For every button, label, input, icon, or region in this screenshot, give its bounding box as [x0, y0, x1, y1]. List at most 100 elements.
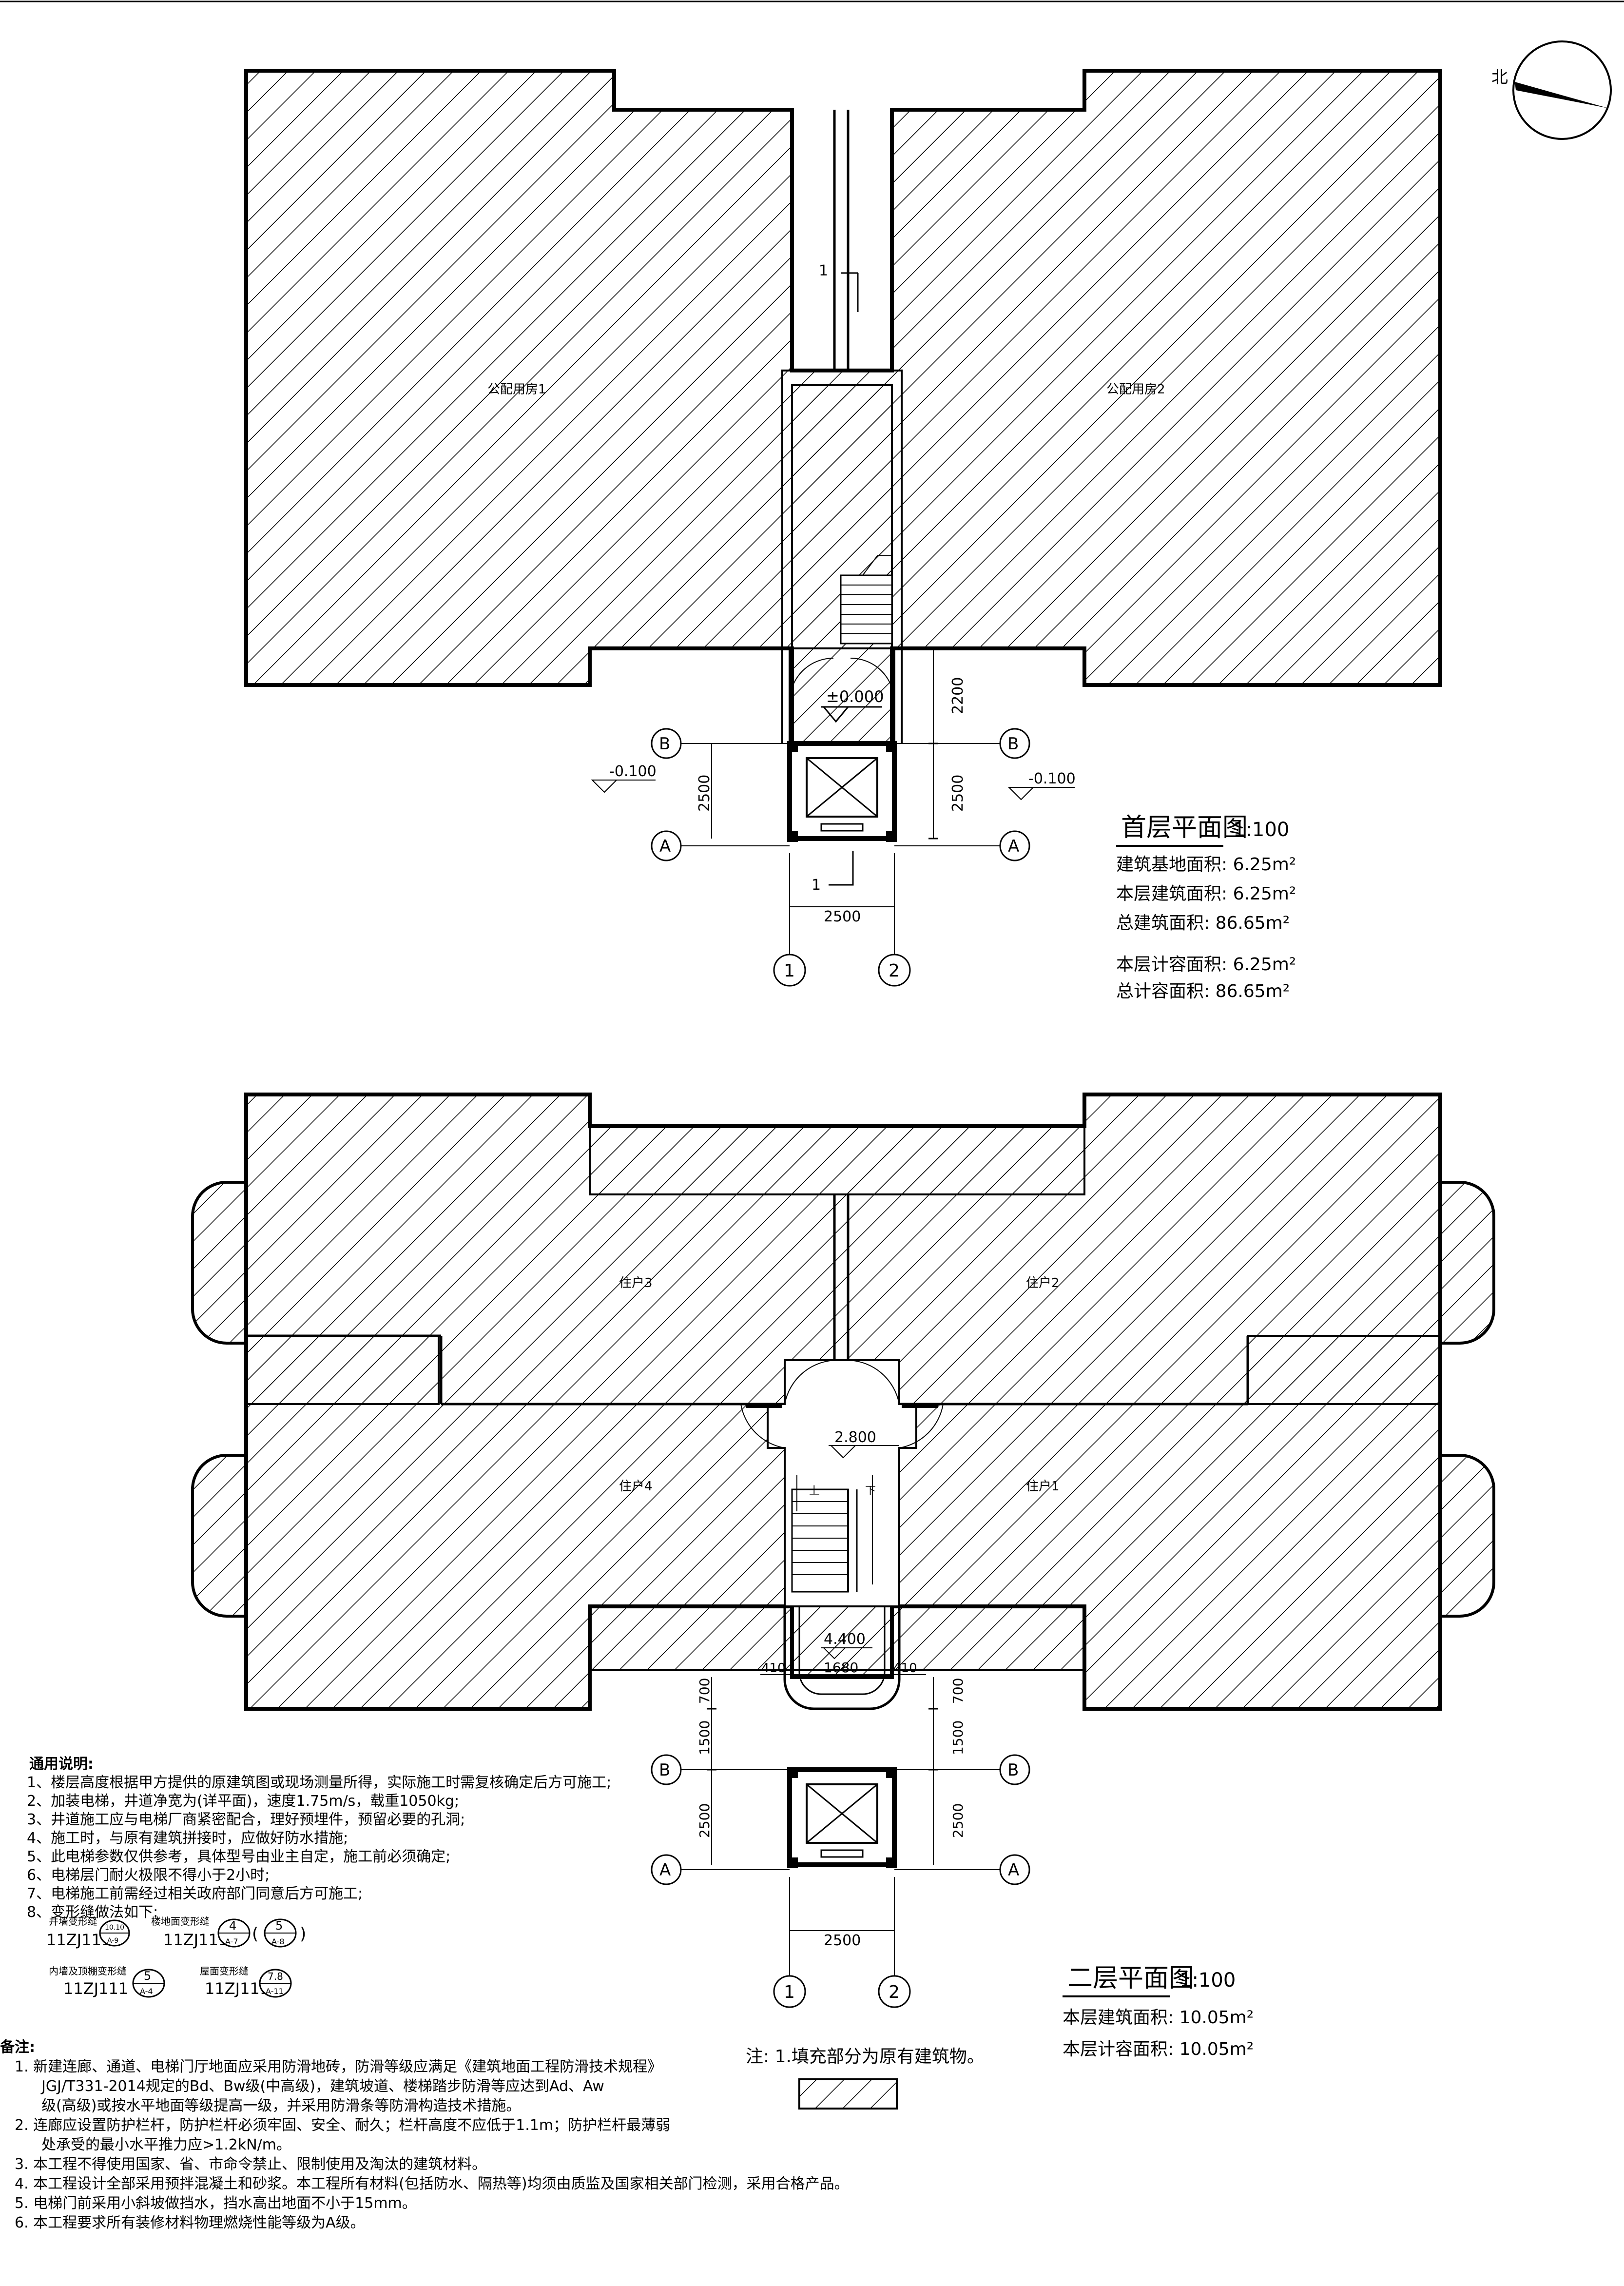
plan1-scale: 1:100 — [1233, 819, 1289, 841]
plan2-axis-a-right: A — [1008, 1860, 1019, 1880]
joint-sheet-4: A-11 — [266, 1987, 284, 1996]
plan1-dim-2200: 2200 — [949, 677, 967, 714]
remark-5: 5. 电梯门前采用小斜坡做挡水，挡水高出地面不小于15mm。 — [15, 2195, 417, 2212]
remarks: 备注: 1. 新建连廊、通道、电梯门厅地面应采用防滑地砖，防滑等级应满足《建筑地… — [0, 2038, 849, 2233]
plan1-title: 首层平面图 — [1121, 813, 1248, 842]
plan1-dim-2500-left: 2500 — [696, 775, 713, 812]
plan1-area-3: 本层计容面积: 6.25m² — [1116, 955, 1296, 975]
joint-label-0: 井墙变形缝 — [49, 1915, 97, 1927]
joint-paren-open: ( — [252, 1924, 258, 1944]
joint-code-3: 11ZJ111 — [63, 1979, 128, 1998]
joint-num-4: 7.8 — [268, 1971, 283, 1982]
plan1-dim-2500-right: 2500 — [949, 775, 967, 812]
remarks-heading: 备注: — [0, 2039, 35, 2056]
joint-num-3: 5 — [144, 1969, 151, 1983]
plan2-dim-1500-left: 1500 — [696, 1720, 713, 1755]
plan1-level-right: -0.100 — [1028, 770, 1076, 787]
plan2-stair: 上 下 — [791, 1475, 876, 1593]
plan1-room-right: 公配用房2 — [1106, 382, 1165, 397]
general-note-6: 6、电梯层门耐火极限不得小于2小时; — [27, 1867, 270, 1884]
plan1-axis-a-left: A — [659, 837, 671, 856]
plan1-axis-b-left: B — [659, 734, 670, 754]
plan1-area-4: 总计容面积: 86.65m² — [1116, 981, 1290, 1001]
plan2-unit-4: 住户4 — [619, 1479, 653, 1494]
joint-paren-close: ) — [300, 1924, 306, 1944]
joint-num-0: 10.10 — [105, 1924, 124, 1932]
plan2-stair-up: 上 — [809, 1485, 820, 1497]
joint-num-1: 4 — [229, 1919, 236, 1933]
joint-sheet-2: A-8 — [271, 1937, 285, 1946]
plan1-axis-1: 1 — [784, 961, 795, 981]
general-note-1: 1、楼层高度根据甲方提供的原建筑图或现场测量所得，实际施工时需复核确定后方可施工… — [27, 1774, 612, 1791]
north-arrow: 北 — [1491, 40, 1612, 140]
remark-3: 3. 本工程不得使用国家、省、市命令禁止、限制使用及淘汰的建筑材料。 — [15, 2156, 487, 2173]
north-label: 北 — [1491, 68, 1508, 87]
joint-code-4: 11ZJ111 — [205, 1979, 270, 1998]
remark-1c: 级(高级)或按水平地面等级提高一级，并采用防滑条等防滑构造技术措施。 — [41, 2097, 521, 2114]
joint-num-2: 5 — [275, 1919, 283, 1933]
plan2-dim-2500-bottom: 2500 — [824, 1932, 861, 1949]
plan2-axis-1: 1 — [784, 1982, 795, 2002]
plan1-ground-floor: 1 ±0.000 — [244, 69, 1442, 1001]
general-note-5: 5、此电梯参数仅供参考，具体型号由业主自定，施工前必须确定; — [27, 1848, 451, 1865]
plan2-axis-a-left: A — [659, 1860, 671, 1880]
plan1-level-center: ±0.000 — [826, 687, 884, 706]
plan2-dim-2500-right: 2500 — [950, 1803, 966, 1838]
general-notes: 通用说明: 1、楼层高度根据甲方提供的原建筑图或现场测量所得，实际施工时需复核确… — [0, 1755, 612, 1922]
plan2-dim-410-left: 410 — [761, 1661, 786, 1676]
plan2-elevator-shaft — [787, 1767, 897, 1868]
plan1-elevator-shaft — [787, 741, 897, 842]
plan1-area-0: 建筑基地面积: 6.25m² — [1116, 855, 1296, 875]
plan2-dim-2500-left: 2500 — [696, 1803, 713, 1838]
plan2-unit-2: 住户2 — [1026, 1276, 1060, 1290]
plan2-level-stair: 4.400 — [824, 1631, 866, 1648]
joint-label-1: 楼地面变形缝 — [151, 1915, 210, 1927]
general-note-3: 3、井道施工应与电梯厂商紧密配合，理好预埋件，预留必要的孔洞; — [27, 1811, 465, 1828]
plan1-area-2: 总建筑面积: 86.65m² — [1116, 913, 1290, 933]
plan1-axis-a-right: A — [1008, 837, 1019, 856]
plan2-dim-700-left: 700 — [696, 1678, 713, 1704]
plan2-axis-2: 2 — [889, 1982, 900, 2002]
plan1-room-left: 公配用房1 — [487, 382, 546, 397]
plan2-area-0: 本层建筑面积: 10.05m² — [1063, 2008, 1254, 2028]
plan2-dim-1680: 1680 — [824, 1660, 858, 1676]
general-note-4: 4、施工时，与原有建筑拼接时，应做好防水措施; — [27, 1830, 348, 1847]
plan2-axis-b-right: B — [1007, 1760, 1019, 1780]
plan1-area-1: 本层建筑面积: 6.25m² — [1116, 884, 1296, 904]
legend-note: 注: 1.填充部分为原有建筑物。 — [746, 2047, 985, 2067]
plan2-title: 二层平面图 — [1067, 1964, 1194, 1993]
general-note-7: 7、电梯施工前需经过相关政府部门同意后方可施工; — [27, 1885, 363, 1902]
general-note-8: 8、变形缝做法如下: — [27, 1904, 158, 1921]
plan2-scale: 1:100 — [1179, 1969, 1236, 1992]
plan2-unit-1: 住户1 — [1026, 1479, 1060, 1494]
remark-1b: JGJ/T331-2014规定的Bd、Bw级(中高级)，建筑坡道、楼梯踏步防滑等… — [41, 2078, 604, 2095]
hatch-legend: 注: 1.填充部分为原有建筑物。 — [746, 2047, 985, 2110]
joint-sheet-3: A-4 — [140, 1987, 153, 1996]
remark-6: 6. 本工程要求所有装修材料物理燃烧性能等级为A级。 — [15, 2214, 365, 2231]
joint-sheet-1: A-7 — [225, 1937, 238, 1946]
plan1-stair — [840, 555, 893, 645]
joint-label-4: 屋面变形缝 — [200, 1965, 249, 1977]
plan1-axis-b-right: B — [1007, 734, 1019, 754]
remark-1: 1. 新建连廊、通道、电梯门厅地面应采用防滑地砖，防滑等级应满足《建筑地面工程防… — [15, 2058, 662, 2075]
plan2-unit-3: 住户3 — [619, 1276, 653, 1290]
general-note-2: 2、加装电梯，井道净宽为(详平面)，速度1.75m/s，载重1050kg; — [27, 1793, 460, 1810]
joint-label-3: 内墙及顶棚变形缝 — [49, 1965, 127, 1977]
remark-4: 4. 本工程设计全部采用预拌混凝土和砂浆。本工程所有材料(包括防水、隔热等)均须… — [15, 2175, 849, 2192]
plan1-level-left: -0.100 — [609, 763, 657, 780]
plan1-section-bottom: 1 — [812, 877, 821, 894]
plan2-area-1: 本层计容面积: 10.05m² — [1063, 2039, 1254, 2059]
joint-details: 井墙变形缝 11ZJ111 10.10 A-9 楼地面变形缝 11ZJ111 4… — [46, 1915, 306, 1998]
plan2-dim-410-right: 410 — [893, 1661, 917, 1676]
plan2-stair-down: 下 — [865, 1485, 876, 1497]
plan1-dim-2500-bottom: 2500 — [824, 908, 861, 925]
plan2-level-center: 2.800 — [834, 1429, 876, 1446]
plan1-section-top: 1 — [819, 262, 828, 279]
plan1-axis-2: 2 — [889, 961, 900, 981]
remark-2b: 处承受的最小水平推力应>1.2kN/m。 — [41, 2136, 291, 2153]
joint-sheet-0: A-9 — [107, 1937, 118, 1945]
plan2-dim-700-right: 700 — [950, 1678, 966, 1704]
plan2-axis-b-left: B — [659, 1760, 670, 1780]
general-notes-heading: 通用说明: — [29, 1756, 94, 1773]
